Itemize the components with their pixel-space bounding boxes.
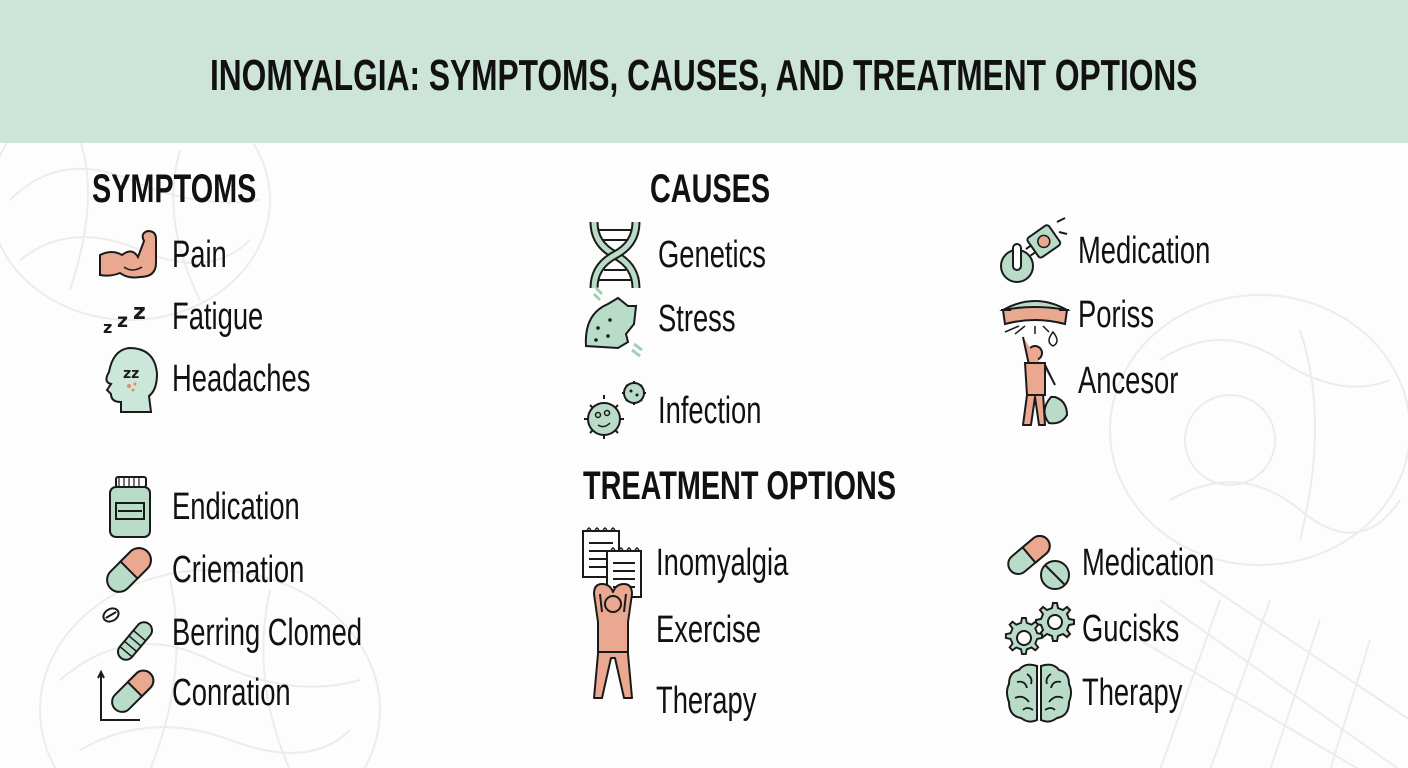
symptoms-heading: SYMPTOMS: [92, 167, 257, 211]
treatment-label: Exercise: [656, 608, 761, 651]
head-zzz-icon: zz: [96, 346, 162, 413]
pill-bottle-icon: [96, 474, 162, 540]
symptom-label: Endication: [172, 485, 300, 528]
cause-label: Medication: [1078, 229, 1211, 272]
zzz-icon: z z z: [96, 284, 162, 350]
svg-text:zz: zz: [123, 366, 139, 382]
symptom-item-pain: Pain: [96, 222, 248, 288]
treatment-item-medication: Medication: [1006, 530, 1266, 596]
svg-text:z: z: [117, 310, 128, 332]
treatment-item-therapy-right: Therapy: [1006, 660, 1221, 726]
cause-label: Infection: [658, 389, 762, 432]
symptom-item-endication: Endication: [96, 474, 349, 540]
treatment-label: Inomyalgia: [656, 541, 789, 584]
symptom-label: Pain: [172, 233, 227, 276]
treatment-label: Gucisks: [1082, 607, 1180, 650]
pills-icon: [1006, 530, 1072, 596]
dna-icon: [582, 221, 648, 289]
cause-label: Ancesor: [1078, 359, 1179, 402]
svg-text:z: z: [103, 318, 112, 337]
symptom-item-criemation: Criemation: [96, 537, 356, 603]
brain-icon: [1006, 660, 1072, 726]
person-bag-icon: [1002, 336, 1069, 426]
treatment-label: Therapy: [656, 679, 757, 722]
cause-item-poriss: Poriss: [999, 282, 1184, 348]
cause-item-stress: Stress: [582, 286, 766, 358]
symptom-item-headaches: zz Headaches: [96, 346, 364, 413]
treatment-item-exercise: Exercise: [580, 583, 802, 699]
symptom-label: Berring Clomed: [172, 611, 363, 654]
cause-item-medication: Medication: [1000, 217, 1262, 284]
symptom-item-conration: Conration: [96, 660, 337, 726]
symptom-item-fatigue: z z z Fatigue: [96, 284, 299, 350]
treatment-heading: TREATMENT OPTIONS: [583, 464, 897, 508]
treatment-item-therapy: Therapy: [580, 668, 795, 734]
cause-label: Genetics: [658, 233, 766, 276]
symptom-label: Conration: [172, 671, 291, 714]
page-title: INOMYALGIA: SYMPTOMS, CAUSES, AND TREATM…: [210, 50, 1198, 100]
treatment-label: Medication: [1082, 541, 1215, 584]
flexed-arm-icon: [96, 222, 162, 288]
symptom-label: Fatigue: [172, 295, 264, 338]
notepads-icon: [580, 527, 646, 598]
cause-item-infection: Infection: [582, 378, 802, 444]
cause-item-ancesor: Ancesor: [1002, 336, 1217, 426]
symptom-item-berring-clomed: Berring Clomed: [96, 600, 436, 666]
tablet-bandage-icon: [96, 600, 162, 666]
cause-label: Poriss: [1078, 293, 1155, 336]
spacer: [580, 668, 646, 734]
medical-device-icon: [1000, 217, 1068, 284]
treatment-item-inomyalgia: Inomyalgia: [580, 527, 840, 598]
treatment-label: Therapy: [1082, 671, 1183, 714]
cause-label: Stress: [658, 297, 736, 340]
svg-text:z: z: [133, 300, 146, 325]
capsule-chart-icon: [96, 660, 162, 726]
symptom-label: Headaches: [172, 357, 311, 400]
gears-icon: [1004, 596, 1075, 662]
germs-icon: [582, 378, 648, 444]
cause-item-genetics: Genetics: [582, 221, 808, 289]
stressed-organ-icon: [582, 286, 648, 358]
capsule-icon: [96, 537, 162, 603]
title-banner: INOMYALGIA: SYMPTOMS, CAUSES, AND TREATM…: [0, 0, 1408, 143]
pressure-layer-icon: [999, 282, 1071, 348]
stretching-person-icon: [580, 583, 646, 699]
symptom-label: Criemation: [172, 548, 305, 591]
causes-heading: CAUSES: [650, 167, 771, 211]
treatment-item-gucisks: Gucisks: [1004, 596, 1217, 662]
